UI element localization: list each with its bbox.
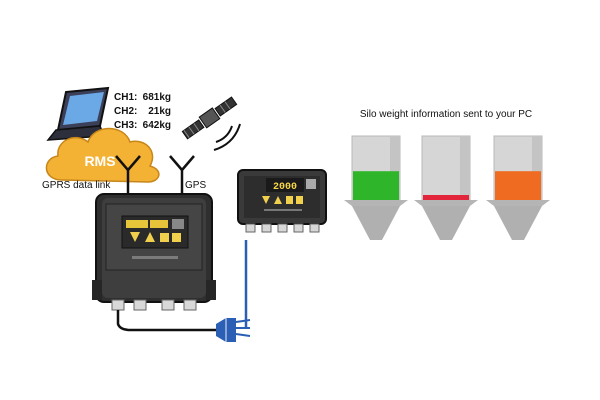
channel-2-value: 21kg	[148, 106, 171, 117]
gprs-label: GPRS data link	[42, 180, 111, 191]
silo-ledge	[344, 200, 408, 206]
silo-ledge	[414, 200, 478, 206]
display-up-icon	[274, 196, 282, 204]
silo-cone	[494, 206, 542, 240]
silo-shade	[460, 136, 470, 200]
silo-3	[486, 135, 550, 240]
channel-readings: CH1: 681kg CH2: 21kg CH3: 642kg	[114, 92, 171, 131]
display-reading: 2000	[273, 182, 297, 193]
satellite-icon	[181, 96, 241, 151]
silo-cone	[422, 206, 470, 240]
silo-shade	[390, 136, 400, 200]
silo-caption: Silo weight information sent to your PC	[360, 109, 532, 120]
silo-fill-level	[423, 195, 469, 200]
cable-black	[116, 310, 218, 332]
silo-fill-level	[353, 171, 399, 200]
silo-2	[414, 135, 478, 240]
gprs-antenna-icon	[115, 155, 141, 195]
up-arrow-icon	[145, 232, 155, 242]
gps-antenna-icon	[169, 155, 195, 195]
down-arrow-icon	[130, 232, 140, 242]
channel-1-label: CH1:	[114, 92, 137, 103]
silo-1	[344, 135, 408, 240]
silo-shade	[532, 136, 542, 200]
laptop-icon	[46, 86, 110, 141]
channel-3-value: 642kg	[143, 120, 171, 131]
channel-3-label: CH3:	[114, 120, 137, 131]
display-unit: 2000	[237, 169, 327, 233]
silo-group	[344, 135, 550, 240]
main-enclosure	[92, 193, 216, 311]
silo-fill-level	[495, 171, 541, 200]
silo-ledge	[486, 200, 550, 206]
display-down-icon	[262, 196, 270, 204]
channel-1-value: 681kg	[143, 92, 171, 103]
gps-label: GPS	[185, 180, 206, 191]
silo-cone	[352, 206, 400, 240]
cloud-label: RMS	[84, 153, 115, 169]
channel-2-label: CH2:	[114, 106, 137, 117]
cable-splitter	[216, 318, 251, 342]
